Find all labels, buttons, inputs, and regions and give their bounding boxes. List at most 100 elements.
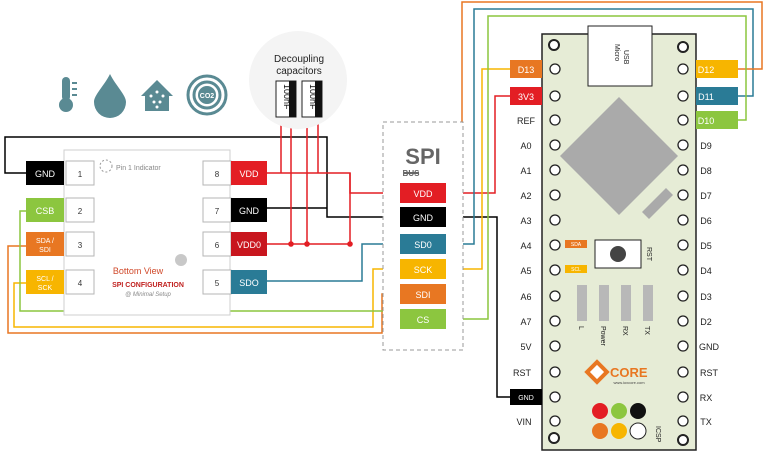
micro-usb-connector [587, 25, 653, 87]
usb-label-1: Micro [613, 44, 620, 61]
wire-cs-d10 [446, 15, 747, 320]
board-pin-d10 [696, 111, 738, 129]
led-l [577, 285, 587, 321]
board-right-label: D5 [700, 241, 712, 251]
board-logo-url: www.ioxcore.com [613, 380, 645, 385]
sensor-hole-icon [175, 254, 187, 266]
board-left-label: A4 [520, 241, 531, 251]
decoupling-title-2: capacitors [276, 66, 322, 77]
pin-num-2: 2 [78, 207, 83, 216]
sensor-pin-gnd-right-label: GND [239, 206, 260, 216]
spi-label-gnd-text: GND [413, 213, 434, 223]
wire-sck-d13 [446, 68, 510, 270]
board-right-label: RST [700, 368, 719, 378]
spi-bus-title: SPI [405, 144, 440, 169]
spi-label-vdd-text: VDD [413, 189, 433, 199]
wire-sdo [267, 243, 400, 282]
icsp-pin-green [611, 403, 627, 419]
board-right-label: D7 [700, 191, 712, 201]
mcu-chip [560, 97, 678, 215]
led-power-label: Power [599, 326, 606, 347]
decoupling-capacitors: Decoupling capacitors 100nF 100nF [249, 31, 347, 129]
board-left-label: A1 [520, 166, 531, 176]
microcontroller-board: Micro USB SDA SCL RST [541, 25, 697, 451]
board-pin-gnd [510, 389, 542, 405]
junction-dot [347, 241, 353, 247]
sensor-view-label: Bottom View [113, 266, 164, 276]
board-left-label: REF [517, 116, 536, 126]
wire-sd0-d11 [446, 8, 754, 245]
junction-dot [304, 241, 310, 247]
mount-hole [677, 41, 689, 53]
capacitor-1-label: 100nF [282, 84, 292, 110]
spi-label-sck [400, 259, 446, 279]
pin-num-8: 8 [215, 170, 220, 179]
spi-label-sck-text: SCK [414, 265, 433, 275]
board-right-label: GND [699, 342, 720, 352]
sensor-pin-sda-label-2: SDI [39, 247, 51, 254]
led-tx [643, 285, 653, 321]
icsp-pin-white [629, 422, 647, 440]
board-pin-d12 [696, 60, 738, 78]
spi-label-gnd [400, 207, 446, 227]
sensor-pin-scl [26, 270, 64, 294]
board-right-label: D11 [698, 92, 714, 102]
board-right-pin-holes [677, 63, 689, 427]
house-icon [141, 80, 173, 111]
spi-label-sdi [400, 284, 446, 304]
board-right-label: D2 [700, 317, 712, 327]
core-logo-icon [584, 359, 610, 385]
icsp-label: ICSP [654, 426, 661, 443]
board-right-label: RX [700, 393, 713, 403]
icsp-pin-red [592, 403, 608, 419]
icsp-pin-yellow [611, 423, 627, 439]
wire-vdd-pin8 [267, 172, 400, 194]
mount-hole [548, 432, 560, 444]
sensor-pin-scl-label-2: SCK [38, 285, 53, 292]
co2-icon: CO2 [186, 74, 228, 116]
sensor-pin-csb [26, 198, 64, 222]
thermometer-icon [59, 77, 77, 112]
board-right-label: D4 [700, 266, 712, 276]
board-right-label: D6 [700, 216, 712, 226]
pin-num-5: 5 [215, 279, 220, 288]
board-scl-tag-text: SCL [571, 267, 581, 273]
board-right-label: D10 [698, 116, 715, 126]
led-tx-label: TX [643, 326, 650, 335]
pin-num-6: 6 [215, 241, 220, 250]
led-rx-label: RX [621, 326, 628, 336]
board-left-label: A5 [520, 266, 531, 276]
board-left-label: GND [518, 395, 534, 402]
led-l-label: L [577, 326, 584, 330]
board-left-label: RST [513, 368, 532, 378]
board-left-label: A3 [520, 216, 531, 226]
board-logo: CORE [610, 365, 648, 380]
board-left-pin-holes [549, 63, 561, 427]
board-left-label: VIN [516, 417, 531, 427]
spi-bus: SPI BUS VDD GND SD0 SCK SDI CS [382, 121, 464, 351]
sensor-pin-gnd [26, 161, 64, 185]
junction-dots [288, 241, 353, 247]
capacitors-halo [249, 31, 347, 129]
board-left-label: 5V [520, 342, 531, 352]
board-left-label: A6 [520, 292, 531, 302]
board-left-label: A7 [520, 317, 531, 327]
pin-num-3: 3 [78, 241, 83, 250]
spi-label-cs-text: CS [417, 315, 430, 325]
pin-num-4: 4 [78, 279, 83, 288]
icsp-pin-orange [592, 423, 608, 439]
spi-label-sdi-text: SDI [415, 290, 430, 300]
sensor-pin-sda [26, 232, 64, 256]
sensor-pin-sda-label-1: SDA / [36, 238, 54, 245]
spi-label-sd0 [400, 234, 446, 254]
led-rx [621, 285, 631, 321]
capacitor-1: 100nF [275, 80, 297, 118]
board-right-labels: D12 D11 D10 D9 D8 D7 D6 D5 D4 D3 D2 GND … [696, 60, 738, 427]
board-left-label: 3V3 [518, 92, 534, 102]
board-left-label: A2 [520, 191, 531, 201]
spi-label-vdd [400, 183, 446, 203]
sensor-pin-gnd-right [231, 198, 267, 222]
sensor-pin-vdd0 [231, 232, 267, 256]
sensor-right-pins: VDD GND VDD0 SDO [231, 161, 267, 294]
